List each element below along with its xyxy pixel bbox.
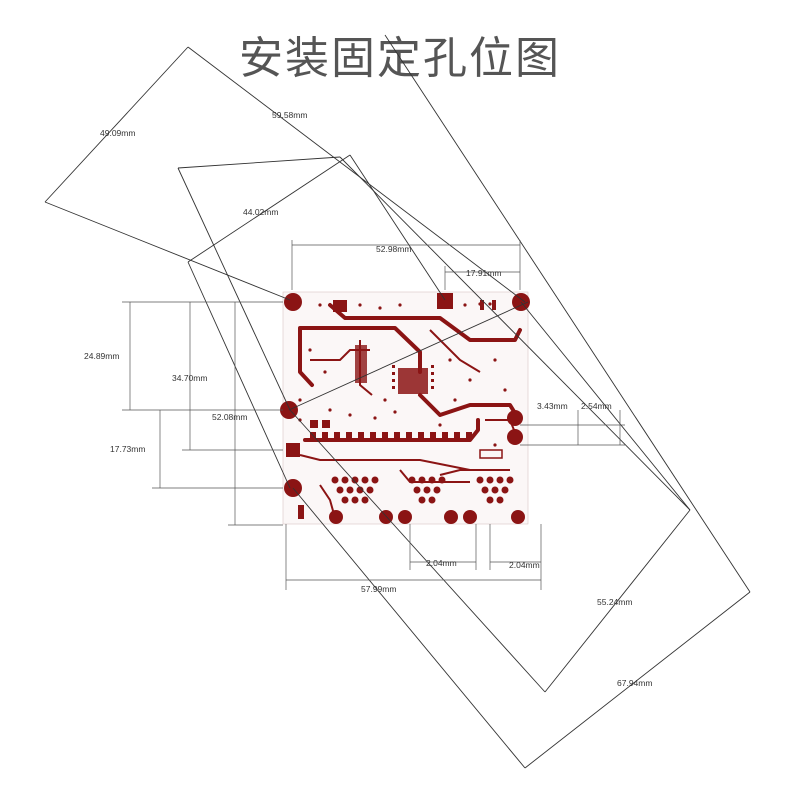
- dim-label-52-98: 52.98mm: [376, 244, 411, 254]
- dim-label-55-24: 55.24mm: [597, 597, 632, 607]
- mounting-hole-left-square: [286, 443, 300, 457]
- page-title: 安装固定孔位图: [239, 33, 561, 84]
- dim-label-34-70: 34.70mm: [172, 373, 207, 383]
- dim-label-17-73: 17.73mm: [110, 444, 145, 454]
- dim-label-24-89: 24.89mm: [84, 351, 119, 361]
- mounting-hole-top-middle: [437, 293, 453, 309]
- dim-label-49-09: 49.09mm: [100, 128, 135, 138]
- mounting-hole-top-left: [284, 293, 302, 311]
- dim-label-67-94: 67.94mm: [617, 678, 652, 688]
- dimension-lines: 49.09mm 59.58mm 44.02mm 52.98mm 17.91mm …: [44, 34, 751, 769]
- dim-label-44-02: 44.02mm: [243, 207, 278, 217]
- dim-label-59-58: 59.58mm: [272, 110, 307, 120]
- dim-label-52-08: 52.08mm: [212, 412, 247, 422]
- mounting-hole-right-lower: [507, 429, 523, 445]
- dim-label-2-04-right: 2.04mm: [509, 560, 540, 570]
- dim-label-2-54: 2.54mm: [581, 401, 612, 411]
- dim-label-2-04-left: 2.04mm: [426, 558, 457, 568]
- pcb-board: [280, 291, 530, 525]
- dim-label-3-43: 3.43mm: [537, 401, 568, 411]
- dim-label-17-91: 17.91mm: [466, 268, 501, 278]
- mounting-hole-right-upper: [507, 410, 523, 426]
- dim-label-57-99: 57.99mm: [361, 584, 396, 594]
